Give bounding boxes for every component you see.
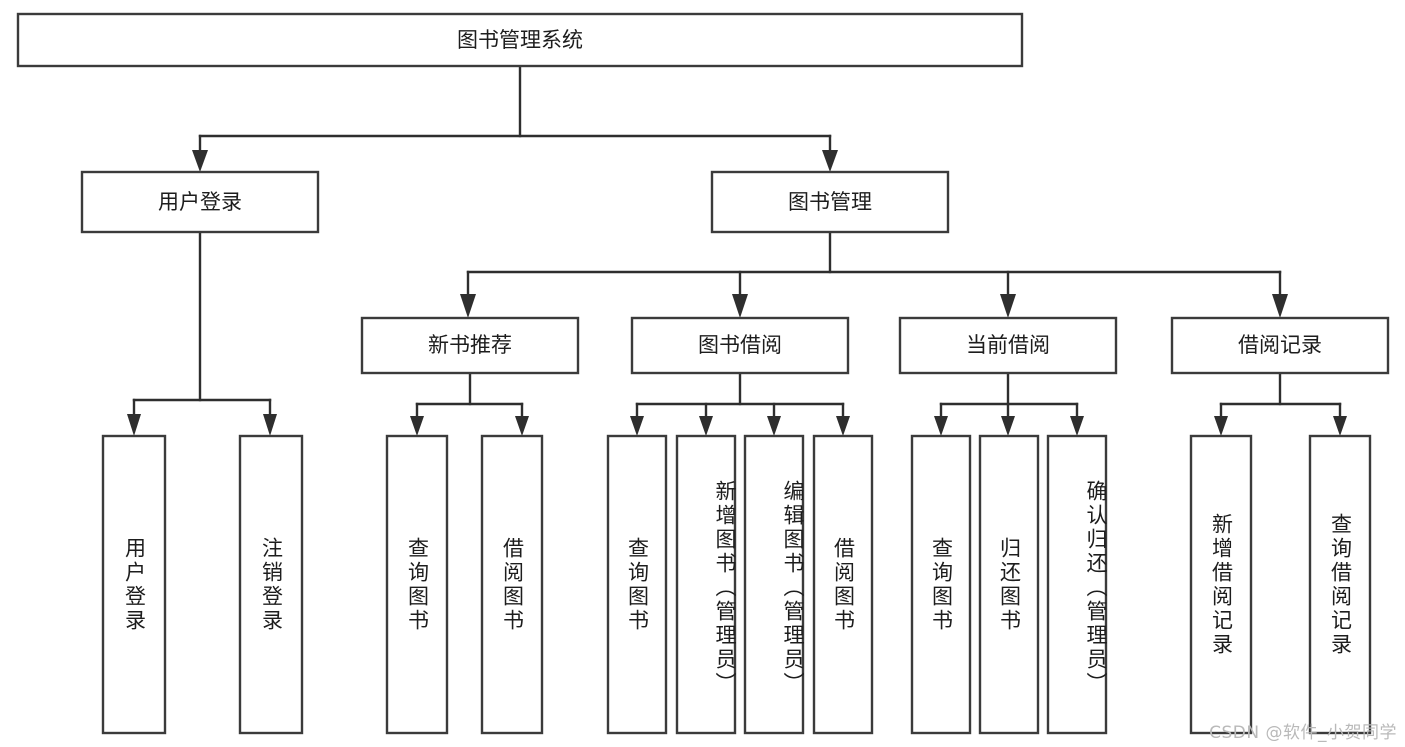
node-book-manage-label: 图书管理 xyxy=(788,190,872,214)
node-leaf-query-record-box[interactable] xyxy=(1308,434,1372,735)
arrow-head-icon xyxy=(699,416,713,436)
node-current-borrow-box[interactable] xyxy=(898,316,1118,375)
arrow-head-icon xyxy=(1000,294,1016,318)
node-leaf-add-record-box[interactable] xyxy=(1189,434,1253,735)
arrow-head-icon xyxy=(822,150,838,172)
arrow-head-icon xyxy=(515,416,529,436)
arrow-head-icon xyxy=(732,294,748,318)
node-borrow-record-box[interactable] xyxy=(1170,316,1390,375)
node-borrow-record-label: 借阅记录 xyxy=(1238,333,1322,357)
arrow-head-icon xyxy=(263,414,277,436)
arrow-head-icon xyxy=(410,416,424,436)
node-leaf-logout-box[interactable] xyxy=(238,434,304,735)
arrow-head-icon xyxy=(934,416,948,436)
node-leaf-edit-book-box[interactable] xyxy=(743,434,805,735)
arrow-head-icon xyxy=(192,150,208,172)
connector-bookborrow-to-leaves xyxy=(630,371,850,436)
node-current-borrow-label: 当前借阅 xyxy=(966,333,1050,357)
connector-newbook-to-leaves xyxy=(410,371,529,436)
node-leaf-query-book-2-box[interactable] xyxy=(606,434,668,735)
node-new-book-rec-box[interactable] xyxy=(360,316,580,375)
arrow-head-icon xyxy=(1333,416,1347,436)
arrow-head-icon xyxy=(1070,416,1084,436)
node-user-login-box[interactable] xyxy=(80,170,320,234)
arrow-head-icon xyxy=(767,416,781,436)
node-leaf-user-login-box[interactable] xyxy=(101,434,167,735)
connector-root-to-level2 xyxy=(192,64,838,172)
node-root-label: 图书管理系统 xyxy=(457,28,583,52)
csdn-watermark: CSDN @软件_小贺同学 xyxy=(1209,723,1397,743)
node-root-box[interactable] xyxy=(16,12,1024,68)
node-leaf-query-book-3-box[interactable] xyxy=(910,434,972,735)
connector-borrowrecord-to-leaves xyxy=(1214,371,1347,436)
node-book-borrow-box[interactable] xyxy=(630,316,850,375)
arrow-head-icon xyxy=(127,414,141,436)
node-leaf-query-book-1-box[interactable] xyxy=(385,434,449,735)
arrow-head-icon xyxy=(1272,294,1288,318)
arrow-head-icon xyxy=(836,416,850,436)
node-new-book-rec-label: 新书推荐 xyxy=(428,333,512,357)
connector-bookmanage-to-level3 xyxy=(460,230,1288,318)
node-user-login-label: 用户登录 xyxy=(158,190,242,214)
connector-userlogin-to-leaves xyxy=(127,230,277,436)
node-book-borrow-label: 图书借阅 xyxy=(698,333,782,357)
arrow-head-icon xyxy=(460,294,476,318)
node-leaf-confirm-return-box[interactable] xyxy=(1046,434,1108,735)
node-leaf-add-book-box[interactable] xyxy=(675,434,737,735)
connector-currentborrow-to-leaves xyxy=(934,371,1084,436)
arrow-head-icon xyxy=(1001,416,1015,436)
arrow-head-icon xyxy=(630,416,644,436)
node-leaf-return-book-box[interactable] xyxy=(978,434,1040,735)
node-leaf-borrow-book-1-box[interactable] xyxy=(480,434,544,735)
node-book-manage-box[interactable] xyxy=(710,170,950,234)
node-leaf-borrow-book-2-box[interactable] xyxy=(812,434,874,735)
arrow-head-icon xyxy=(1214,416,1228,436)
